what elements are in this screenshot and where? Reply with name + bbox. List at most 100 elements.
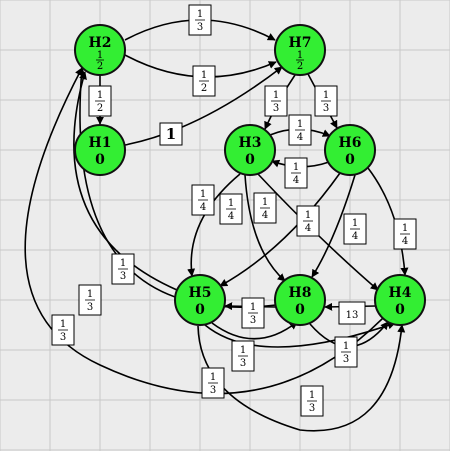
- edge-label-numerator: 1: [352, 218, 358, 229]
- node-circle: [274, 274, 326, 326]
- edge-label: 12: [88, 85, 112, 117]
- edge-label-numerator: 1: [210, 372, 216, 383]
- node-circle: [224, 124, 276, 176]
- edge-label-denominator: 3: [120, 271, 126, 282]
- node-h1: H10: [74, 124, 126, 176]
- node-circle: [74, 124, 126, 176]
- edge-label: 13: [300, 385, 324, 417]
- edge-h6-h5: [219, 172, 341, 287]
- node-value-numerator: 1: [97, 50, 103, 61]
- node-name: H4: [389, 285, 412, 301]
- edge-label-denominator: 4: [402, 236, 408, 247]
- edge-h3-h8: [244, 174, 286, 282]
- edge-label-text: 13: [346, 310, 359, 321]
- edge-label-denominator: 4: [352, 231, 358, 242]
- edge-label-denominator: 4: [305, 223, 311, 234]
- edge-h3-h5: [187, 173, 241, 277]
- node-value: 0: [195, 302, 205, 318]
- node-circle: [274, 24, 326, 76]
- edge-label-numerator: 1: [273, 90, 279, 101]
- edge-label-denominator: 3: [323, 103, 329, 114]
- edge-label-denominator: 3: [343, 354, 349, 365]
- node-name: H7: [289, 35, 312, 51]
- edge-label: 1: [159, 122, 183, 146]
- edge-label-denominator: 4: [293, 175, 299, 186]
- edge-label-numerator: 1: [293, 162, 299, 173]
- edge-label: 13: [264, 85, 288, 117]
- edge-label: 13: [188, 4, 212, 36]
- edge-label-denominator: 3: [309, 403, 315, 414]
- edge-label: 13: [201, 367, 225, 399]
- edge-label-numerator: 1: [60, 319, 66, 330]
- edge-label-denominator: 4: [262, 210, 268, 221]
- edge-label-numerator: 1: [297, 119, 303, 130]
- edge-h4-h2: [24, 67, 384, 395]
- edge-label: 13: [51, 314, 75, 346]
- edge-label-numerator: 1: [305, 210, 311, 221]
- edge-label: 14: [288, 114, 312, 146]
- edge-label-text: 1: [166, 125, 176, 143]
- node-name: H6: [339, 135, 362, 151]
- edge-label: 14: [343, 213, 367, 245]
- edge-label-denominator: 3: [250, 315, 256, 326]
- edge-label-numerator: 1: [250, 302, 256, 313]
- edge-label-numerator: 1: [262, 197, 268, 208]
- edge-label: 14: [253, 192, 277, 224]
- node-circle: [324, 124, 376, 176]
- edge-label: 13: [334, 336, 358, 368]
- edge-label: 13: [241, 297, 265, 329]
- node-circle: [374, 274, 426, 326]
- node-h4: H40: [374, 274, 426, 326]
- edge-label: 13: [338, 301, 366, 325]
- node-value: 0: [345, 152, 355, 168]
- edge-h5-h8: [211, 321, 298, 340]
- edge-h1-h7: [124, 66, 283, 146]
- edge-label-denominator: 3: [240, 358, 246, 369]
- edge-label-numerator: 1: [323, 90, 329, 101]
- edge-label-denominator: 3: [197, 22, 203, 33]
- edge-h6-h4: [367, 167, 409, 276]
- edge-label: 13: [231, 340, 255, 372]
- node-value-denominator: 2: [97, 61, 103, 72]
- edge-label: 12: [192, 65, 216, 97]
- node-name: H1: [89, 135, 112, 151]
- node-name: H3: [239, 135, 262, 151]
- edge-label: 14: [296, 205, 320, 237]
- edge-label-numerator: 1: [228, 198, 234, 209]
- edge-label-denominator: 3: [60, 332, 66, 343]
- edge-label-numerator: 1: [197, 9, 203, 20]
- edge-h5-h2: [73, 71, 178, 291]
- edge-label-box: [159, 122, 183, 146]
- node-h8: H80: [274, 274, 326, 326]
- edge-label-numerator: 1: [97, 90, 103, 101]
- node-value: 0: [295, 302, 305, 318]
- edge-label: 14: [219, 193, 243, 225]
- edge-label-denominator: 2: [201, 83, 207, 94]
- edge-label: 14: [393, 218, 417, 250]
- node-value: 0: [95, 152, 105, 168]
- edge-label: 13: [111, 253, 135, 285]
- node-value-denominator: 2: [297, 61, 303, 72]
- node-name: H2: [89, 35, 112, 51]
- edge-label-denominator: 3: [273, 103, 279, 114]
- edge-label-denominator: 4: [200, 202, 206, 213]
- edge-label: 14: [284, 157, 308, 189]
- edge-label-denominator: 4: [297, 132, 303, 143]
- edge-label-numerator: 1: [201, 70, 207, 81]
- edge-label-numerator: 1: [200, 189, 206, 200]
- edge-label-numerator: 1: [240, 345, 246, 356]
- node-value: 0: [395, 302, 405, 318]
- edge-label: 13: [78, 284, 102, 316]
- edge-h6-h8: [311, 174, 356, 278]
- edge-label-box: [338, 301, 366, 325]
- node-name: H5: [189, 285, 212, 301]
- node-circle: [74, 24, 126, 76]
- edge-label-denominator: 2: [97, 103, 103, 114]
- node-h5: H50: [174, 274, 226, 326]
- edge-label: 14: [191, 184, 215, 216]
- edge-label-denominator: 3: [210, 385, 216, 396]
